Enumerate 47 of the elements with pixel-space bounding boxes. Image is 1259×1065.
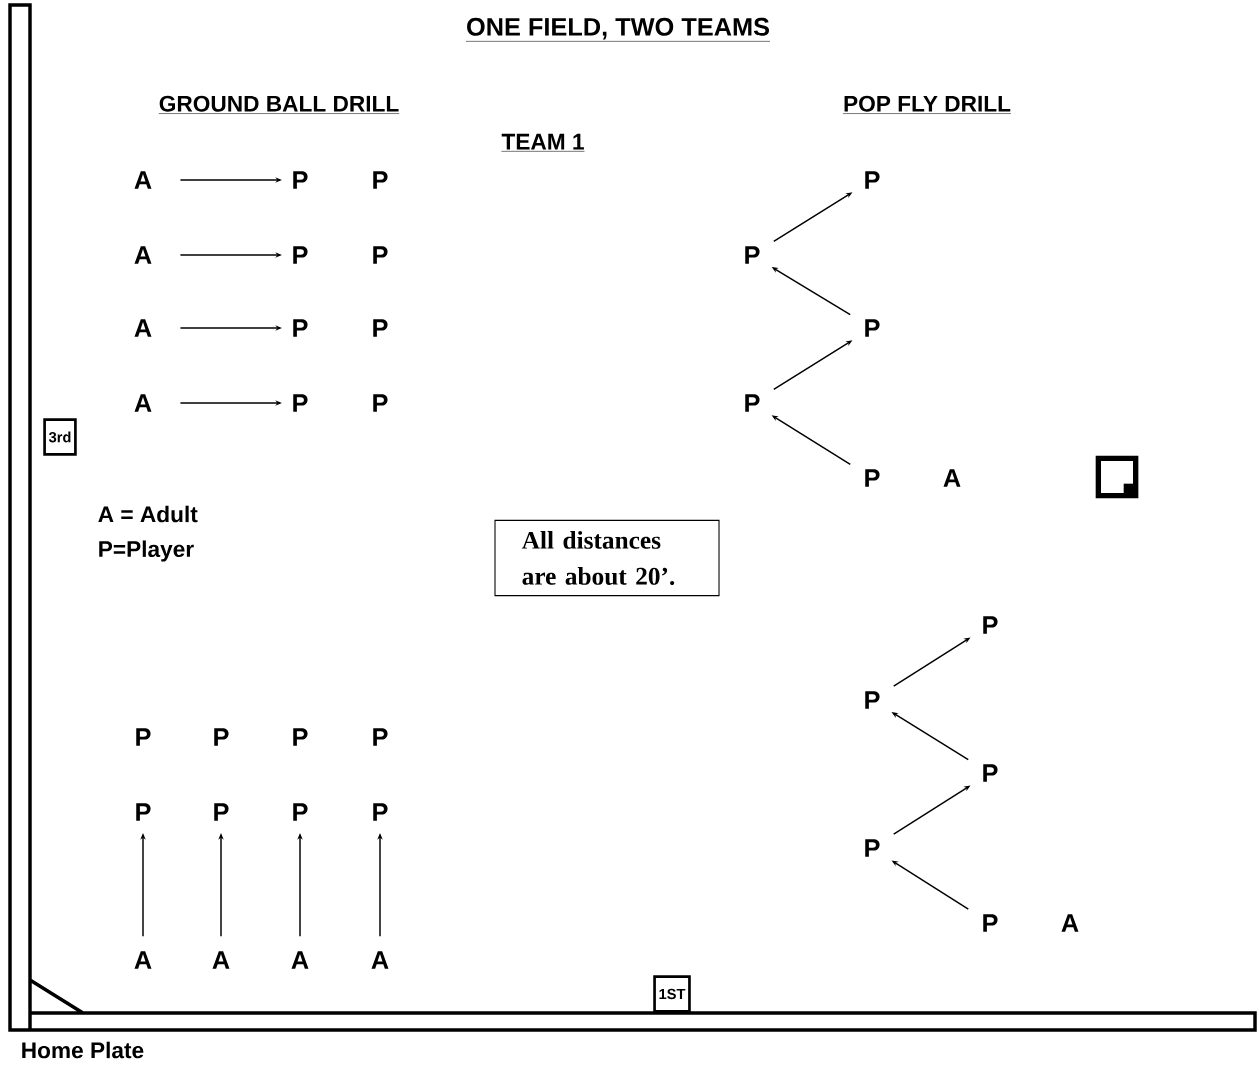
- player-letter: P: [136, 803, 151, 821]
- player-letter: P: [293, 319, 308, 337]
- player-letter: P: [865, 319, 880, 337]
- player-letter: P: [745, 394, 760, 412]
- player-letter: P: [373, 394, 388, 412]
- key-text: P=Player: [99, 540, 194, 562]
- base-box: 3rd: [43, 418, 77, 456]
- title: ONE FIELD, TWO TEAMS: [465, 17, 771, 42]
- player-letter: P: [214, 803, 229, 821]
- player-letter: P: [293, 803, 308, 821]
- player-letter: A: [212, 951, 230, 969]
- player-letter: P: [865, 469, 880, 487]
- player-letter: P: [293, 394, 308, 412]
- base-box: [1095, 455, 1139, 499]
- player-letter: A: [134, 246, 152, 264]
- player-letter: P: [865, 691, 880, 709]
- key-text: A = Adult: [98, 505, 198, 523]
- base-box: 1ST: [653, 975, 691, 1013]
- player-letter: P: [745, 246, 760, 264]
- heading: TEAM 1: [501, 133, 585, 152]
- heading: GROUND BALL DRILL: [158, 95, 400, 114]
- note-box: All distances are about 20’.: [494, 519, 720, 597]
- player-letter: P: [373, 728, 388, 746]
- player-letter: P: [293, 171, 308, 189]
- player-letter: P: [865, 171, 880, 189]
- player-letter: P: [373, 803, 388, 821]
- player-letter: A: [291, 951, 309, 969]
- player-letter: P: [373, 319, 388, 337]
- player-letter: P: [373, 171, 388, 189]
- player-letter: A: [1061, 914, 1079, 932]
- player-letter: A: [134, 394, 152, 412]
- player-letter: P: [214, 728, 229, 746]
- player-letter: P: [983, 914, 998, 932]
- player-letter: P: [136, 728, 151, 746]
- player-letter: A: [371, 951, 389, 969]
- player-letter: A: [134, 951, 152, 969]
- player-letter: P: [293, 246, 308, 264]
- player-letter: P: [373, 246, 388, 264]
- player-letter: A: [134, 319, 152, 337]
- player-letter: P: [865, 839, 880, 857]
- player-letter: P: [293, 728, 308, 746]
- player-letter: P: [983, 764, 998, 782]
- player-letter: P: [983, 616, 998, 634]
- player-letter: A: [134, 171, 152, 189]
- heading: POP FLY DRILL: [842, 95, 1012, 114]
- key-text: Home Plate: [22, 1041, 144, 1059]
- player-letter: A: [943, 469, 961, 487]
